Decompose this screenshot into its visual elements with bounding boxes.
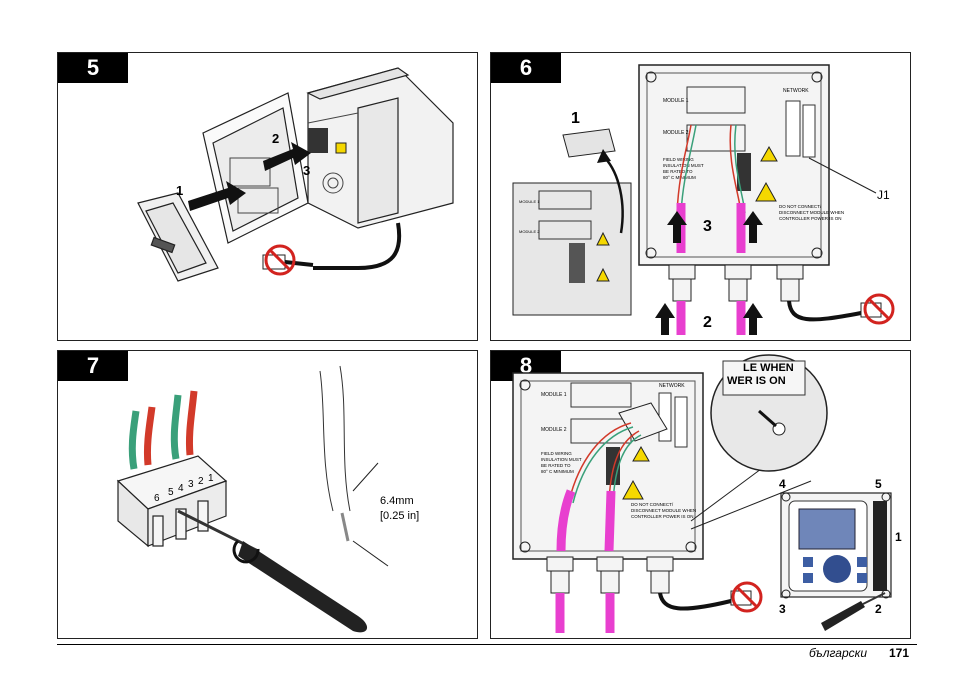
no-power-icon xyxy=(730,581,763,613)
step-7-panel: 7 1 2 3 4 5 6 xyxy=(57,350,478,639)
dimension-mm: 6.4mm xyxy=(380,495,414,507)
svg-text:MODULE 2: MODULE 2 xyxy=(519,229,540,234)
svg-text:BE RATED TO: BE RATED TO xyxy=(663,169,693,174)
module-1-label: MODULE 1 xyxy=(663,98,689,104)
callout-3: 3 xyxy=(703,218,712,235)
step-6-illustration: MODULE 1 MODULE 2 NETWORK FIELD WIRING I… xyxy=(512,64,895,335)
svg-text:BE RATED TO: BE RATED TO xyxy=(541,463,571,468)
svg-text:DISCONNECT MODULE WHEN: DISCONNECT MODULE WHEN xyxy=(631,508,696,513)
svg-text:MODULE 1: MODULE 1 xyxy=(519,199,540,204)
step-number: 7 xyxy=(58,351,128,381)
callout-2: 2 xyxy=(875,602,882,616)
svg-text:CONTROLLER POWER IS ON: CONTROLLER POWER IS ON xyxy=(631,514,694,519)
footer-language: български xyxy=(808,646,867,660)
svg-text:1: 1 xyxy=(208,473,214,484)
svg-text:DO NOT CONNECT/: DO NOT CONNECT/ xyxy=(631,502,674,507)
j1-label: J1 xyxy=(877,188,890,202)
svg-text:2: 2 xyxy=(198,476,204,487)
page-footer: български 171 xyxy=(57,644,917,665)
module-1-label: MODULE 1 xyxy=(541,392,567,398)
page-number: 171 xyxy=(888,646,909,660)
callout-1: 1 xyxy=(176,183,183,198)
svg-text:DISCONNECT MODULE WHEN: DISCONNECT MODULE WHEN xyxy=(779,210,844,215)
svg-text:3: 3 xyxy=(188,479,194,490)
module-2-label: MODULE 2 xyxy=(541,427,567,433)
svg-text:80° C MINIMUM: 80° C MINIMUM xyxy=(541,469,574,474)
callout-3: 3 xyxy=(779,602,786,616)
step-number: 5 xyxy=(58,53,128,83)
svg-text:FIELD WIRING: FIELD WIRING xyxy=(663,157,694,162)
svg-text:INSULATION MUST: INSULATION MUST xyxy=(541,457,582,462)
no-power-icon xyxy=(860,293,895,325)
step-8-illustration: MODULE 1 MODULE 2 NETWORK FIELD WIRING I… xyxy=(512,354,902,633)
callout-5: 5 xyxy=(875,477,882,491)
step-7-illustration: 1 2 3 4 5 6 6.4mm [0.25 in] xyxy=(116,365,419,633)
zoom-text-1: LE WHEN xyxy=(743,362,794,374)
network-label: NETWORK xyxy=(783,88,809,94)
svg-text:6: 6 xyxy=(154,493,160,504)
step-5-panel: 5 xyxy=(57,52,478,341)
svg-text:DO NOT CONNECT/: DO NOT CONNECT/ xyxy=(779,204,822,209)
svg-text:4: 4 xyxy=(178,483,184,494)
svg-text:CONTROLLER POWER IS ON: CONTROLLER POWER IS ON xyxy=(779,216,842,221)
step-5-illustration: 1 2 3 xyxy=(137,67,454,282)
svg-text:80° C MINIMUM: 80° C MINIMUM xyxy=(663,175,696,180)
module-2-label: MODULE 2 xyxy=(663,130,689,136)
step-6-panel: 6 MODULE 1 MODULE 2 NETWORK FIELD WIRING… xyxy=(490,52,911,341)
callout-1: 1 xyxy=(895,530,902,544)
network-label: NETWORK xyxy=(659,383,685,389)
step-8-panel: 8 MODULE 1 MODULE 2 NETWORK FIELD WIRING… xyxy=(490,350,911,639)
svg-text:5: 5 xyxy=(168,487,174,498)
callout-2: 2 xyxy=(272,131,279,146)
callout-4: 4 xyxy=(779,477,786,491)
no-power-icon xyxy=(262,244,314,276)
svg-text:FIELD WIRING: FIELD WIRING xyxy=(541,451,572,456)
dimension-in: [0.25 in] xyxy=(380,510,419,522)
callout-3: 3 xyxy=(303,163,310,178)
callout-2: 2 xyxy=(703,314,712,331)
zoom-text-2: WER IS ON xyxy=(727,375,786,387)
step-number: 6 xyxy=(491,53,561,83)
callout-1: 1 xyxy=(571,110,580,127)
